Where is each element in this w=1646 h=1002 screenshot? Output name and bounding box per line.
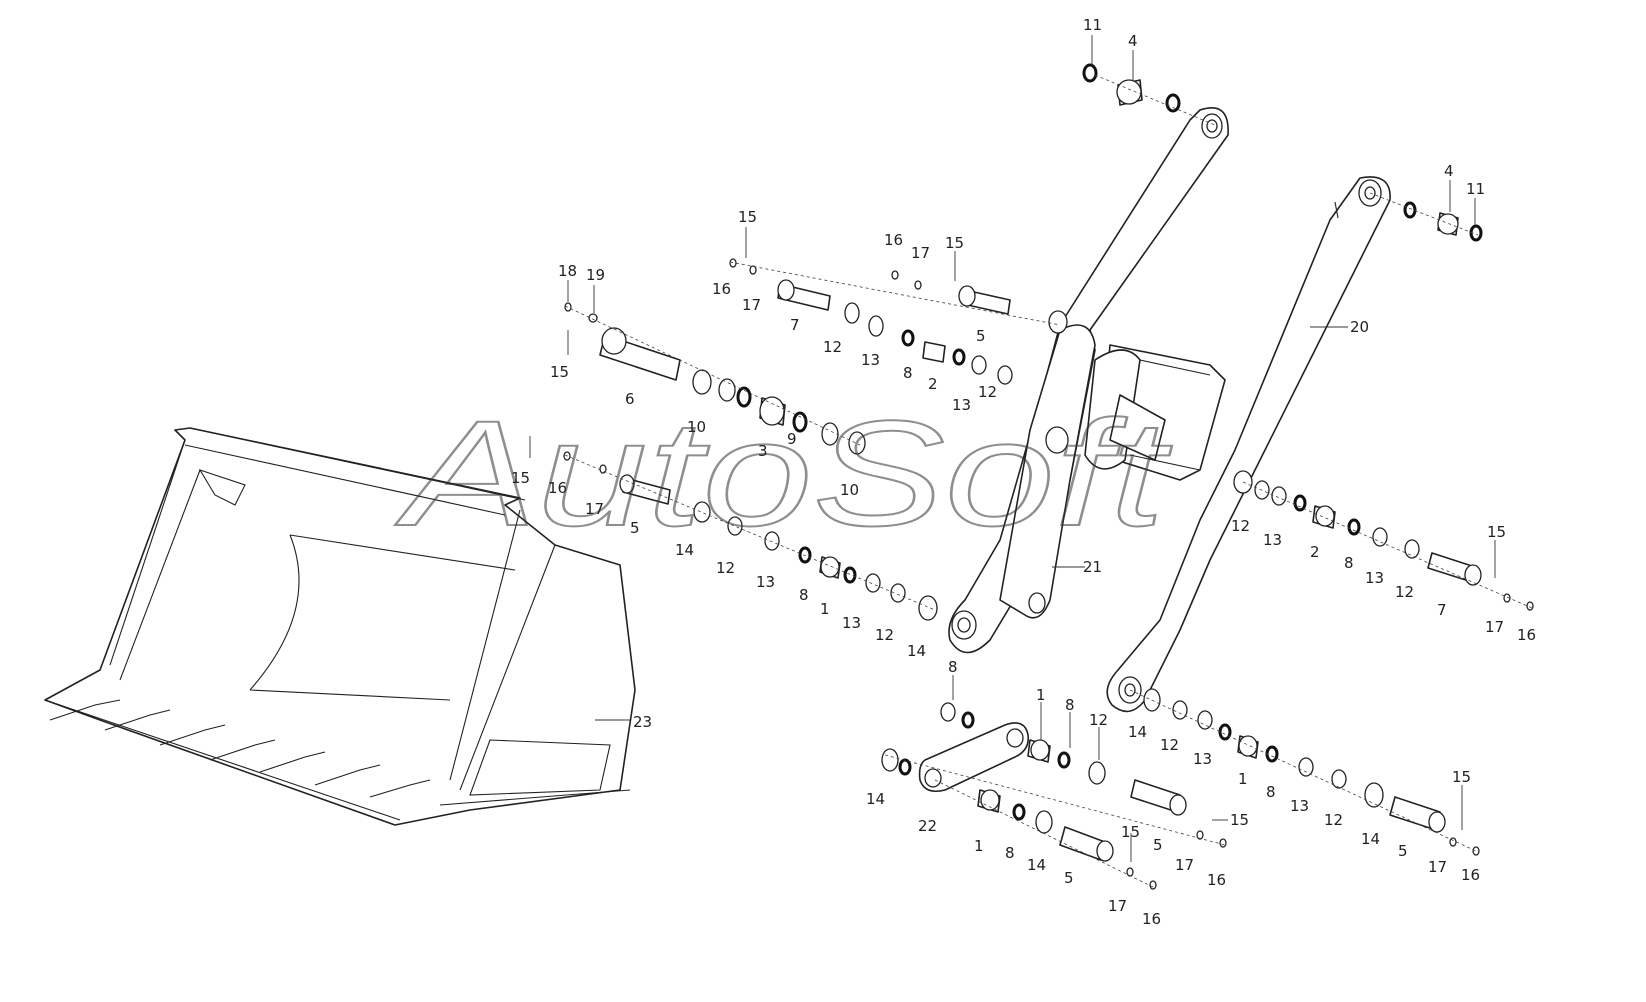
- callout-13: 13: [842, 614, 861, 632]
- callout-20: 20: [1350, 318, 1369, 336]
- callout-13: 13: [1193, 750, 1212, 768]
- leader-lines: [529, 35, 1496, 862]
- callout-16: 16: [1517, 626, 1536, 644]
- callout-1: 1: [820, 600, 830, 618]
- callout-5: 5: [976, 327, 986, 345]
- callout-1: 1: [974, 837, 984, 855]
- callout-15: 15: [511, 469, 530, 487]
- callout-16: 16: [1461, 866, 1480, 884]
- callout-14: 14: [1128, 723, 1147, 741]
- bucket: [44, 427, 636, 826]
- callout-16: 16: [712, 280, 731, 298]
- callout-13: 13: [756, 573, 775, 591]
- callout-13: 13: [1290, 797, 1309, 815]
- callout-12: 12: [1160, 736, 1179, 754]
- callout-17: 17: [1485, 618, 1504, 636]
- callout-19: 19: [586, 266, 605, 284]
- callout-13: 13: [952, 396, 971, 414]
- callout-14: 14: [1361, 830, 1380, 848]
- callout-13: 13: [1263, 531, 1282, 549]
- callout-16: 16: [1207, 871, 1226, 889]
- callout-12: 12: [716, 559, 735, 577]
- callout-5: 5: [1153, 836, 1163, 854]
- callout-4: 4: [1444, 162, 1454, 180]
- callout-14: 14: [1027, 856, 1046, 874]
- callout-12: 12: [1089, 711, 1108, 729]
- callout-17: 17: [1175, 856, 1194, 874]
- callout-5: 5: [630, 519, 640, 537]
- callout-14: 14: [675, 541, 694, 559]
- callout-15: 15: [1487, 523, 1506, 541]
- callout-21: 21: [1083, 558, 1102, 576]
- callout-5: 5: [1064, 869, 1074, 887]
- callout-15: 15: [1121, 823, 1140, 841]
- callout-15: 15: [738, 208, 757, 226]
- callout-1: 1: [1036, 686, 1046, 704]
- callout-13: 13: [1365, 569, 1384, 587]
- cross-tube: [1084, 344, 1226, 481]
- callout-9: 9: [787, 430, 797, 448]
- callout-8: 8: [1065, 696, 1075, 714]
- callout-12: 12: [1231, 517, 1250, 535]
- callout-17: 17: [742, 296, 761, 314]
- callout-12: 12: [823, 338, 842, 356]
- callout-8: 8: [903, 364, 913, 382]
- callout-17: 17: [1108, 897, 1127, 915]
- boom-arm: [948, 107, 1229, 654]
- callout-7: 7: [1437, 601, 1447, 619]
- callout-8: 8: [799, 586, 809, 604]
- callout-3: 3: [758, 442, 768, 460]
- callout-11: 11: [1466, 180, 1485, 198]
- callout-10: 10: [840, 481, 859, 499]
- callout-labels: 11 4 4 11 15 16 17 16 17 15 18 19 15 7 1…: [511, 16, 1536, 928]
- callout-16: 16: [1142, 910, 1161, 928]
- callout-17: 17: [585, 500, 604, 518]
- callout-15: 15: [1230, 811, 1249, 829]
- callout-18: 18: [558, 262, 577, 280]
- callout-22: 22: [918, 817, 937, 835]
- callout-17: 17: [1428, 858, 1447, 876]
- callout-11: 11: [1083, 16, 1102, 34]
- callout-8: 8: [948, 658, 958, 676]
- link-bar: [918, 722, 1030, 793]
- callout-5: 5: [1398, 842, 1408, 860]
- assembly-lines: [564, 74, 1533, 889]
- callout-12: 12: [875, 626, 894, 644]
- callout-8: 8: [1344, 554, 1354, 572]
- callout-16: 16: [884, 231, 903, 249]
- callout-14: 14: [866, 790, 885, 808]
- callout-15: 15: [550, 363, 569, 381]
- callout-4: 4: [1128, 32, 1138, 50]
- callout-2: 2: [1310, 543, 1320, 561]
- callout-10: 10: [687, 418, 706, 436]
- callout-14: 14: [907, 642, 926, 660]
- callout-8: 8: [1005, 844, 1015, 862]
- callout-12: 12: [1395, 583, 1414, 601]
- callout-2: 2: [928, 375, 938, 393]
- callout-8: 8: [1266, 783, 1276, 801]
- callout-6: 6: [625, 390, 635, 408]
- callout-1: 1: [1238, 770, 1248, 788]
- callout-23: 23: [633, 713, 652, 731]
- lift-arm: [1106, 176, 1391, 713]
- callout-7: 7: [790, 316, 800, 334]
- callout-12: 12: [1324, 811, 1343, 829]
- callout-16: 16: [548, 479, 567, 497]
- callout-13: 13: [861, 351, 880, 369]
- callout-12: 12: [978, 383, 997, 401]
- watermark: AutoSoft: [394, 389, 1172, 557]
- callout-15: 15: [945, 234, 964, 252]
- callout-15: 15: [1452, 768, 1471, 786]
- callout-17: 17: [911, 244, 930, 262]
- small-parts: [563, 63, 1534, 890]
